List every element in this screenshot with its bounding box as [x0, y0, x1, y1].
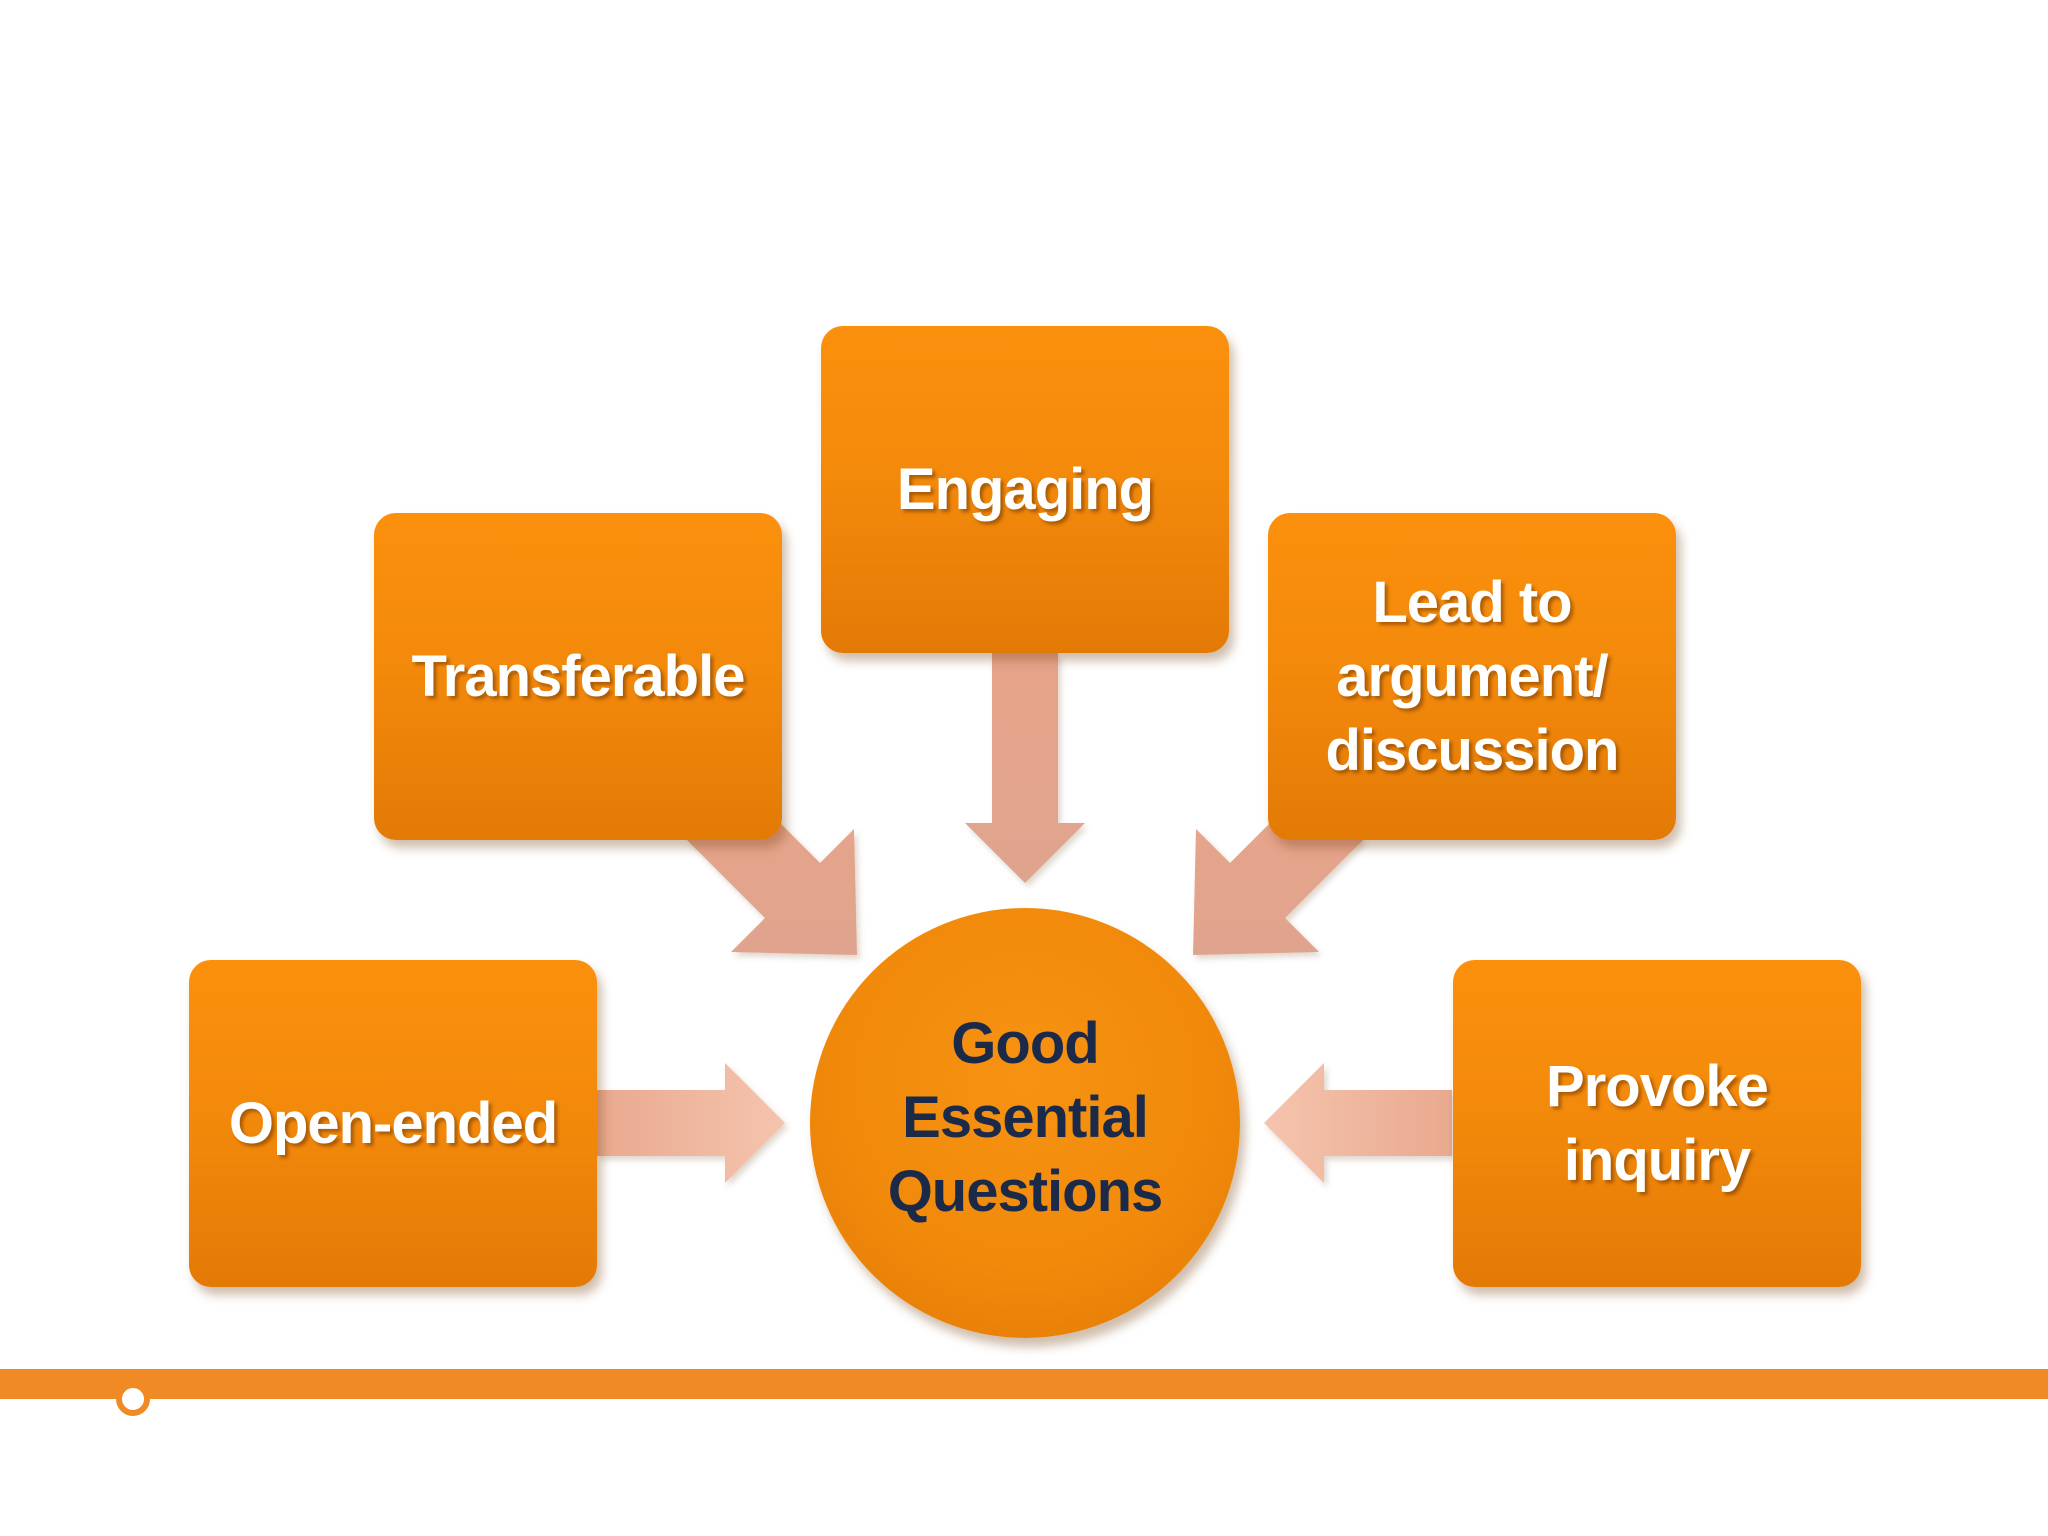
- arrow-open-ended: [597, 1063, 785, 1183]
- node-open-ended-label: Open-ended: [228, 1090, 558, 1156]
- node-lead-to-argument: Lead to argument/ discussion: [1268, 513, 1676, 840]
- center-node: Good Essential Questions: [810, 908, 1240, 1338]
- node-provoke-inquiry-label: Provoke inquiry: [1546, 1053, 1769, 1193]
- node-engaging: Engaging: [821, 326, 1229, 653]
- node-provoke-inquiry: Provoke inquiry: [1453, 960, 1861, 1287]
- footer-circle-icon: [116, 1382, 150, 1416]
- center-node-label: Good Essential Questions: [887, 1011, 1164, 1224]
- node-open-ended: Open-ended: [189, 960, 597, 1287]
- footer-bar: [0, 1369, 2048, 1399]
- node-lead-to-argument-label: Lead to argument/ discussion: [1325, 569, 1620, 783]
- arrow-provoke: [1264, 1063, 1452, 1183]
- node-engaging-label: Engaging: [896, 456, 1154, 522]
- node-transferable: Transferable: [374, 513, 782, 840]
- arrow-engaging: [965, 653, 1085, 883]
- node-transferable-label: Transferable: [411, 643, 746, 709]
